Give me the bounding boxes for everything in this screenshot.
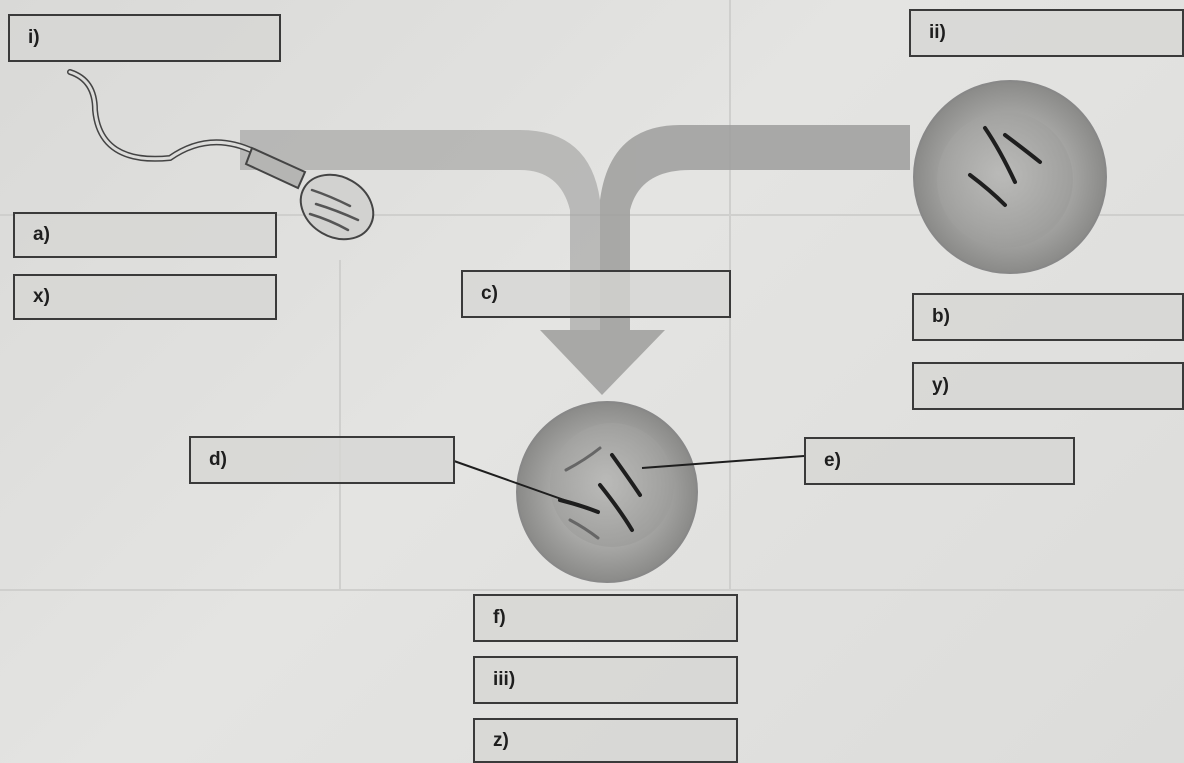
arrow-head	[540, 330, 665, 395]
label-box-b[interactable]: b)	[912, 293, 1184, 341]
label-box-z[interactable]: z)	[473, 718, 738, 763]
label-box-a[interactable]: a)	[13, 212, 277, 258]
label-box-d[interactable]: d)	[189, 436, 455, 484]
label-box-c[interactable]: c)	[461, 270, 731, 318]
label-box-e[interactable]: e)	[804, 437, 1075, 485]
label-box-iii[interactable]: iii)	[473, 656, 738, 704]
sperm-tail	[70, 72, 255, 159]
label-box-ii[interactable]: ii)	[909, 9, 1184, 57]
label-box-i[interactable]: i)	[8, 14, 281, 62]
label-box-y[interactable]: y)	[912, 362, 1184, 410]
label-box-x[interactable]: x)	[13, 274, 277, 320]
label-box-f[interactable]: f)	[473, 594, 738, 642]
egg-cell	[914, 81, 1106, 273]
